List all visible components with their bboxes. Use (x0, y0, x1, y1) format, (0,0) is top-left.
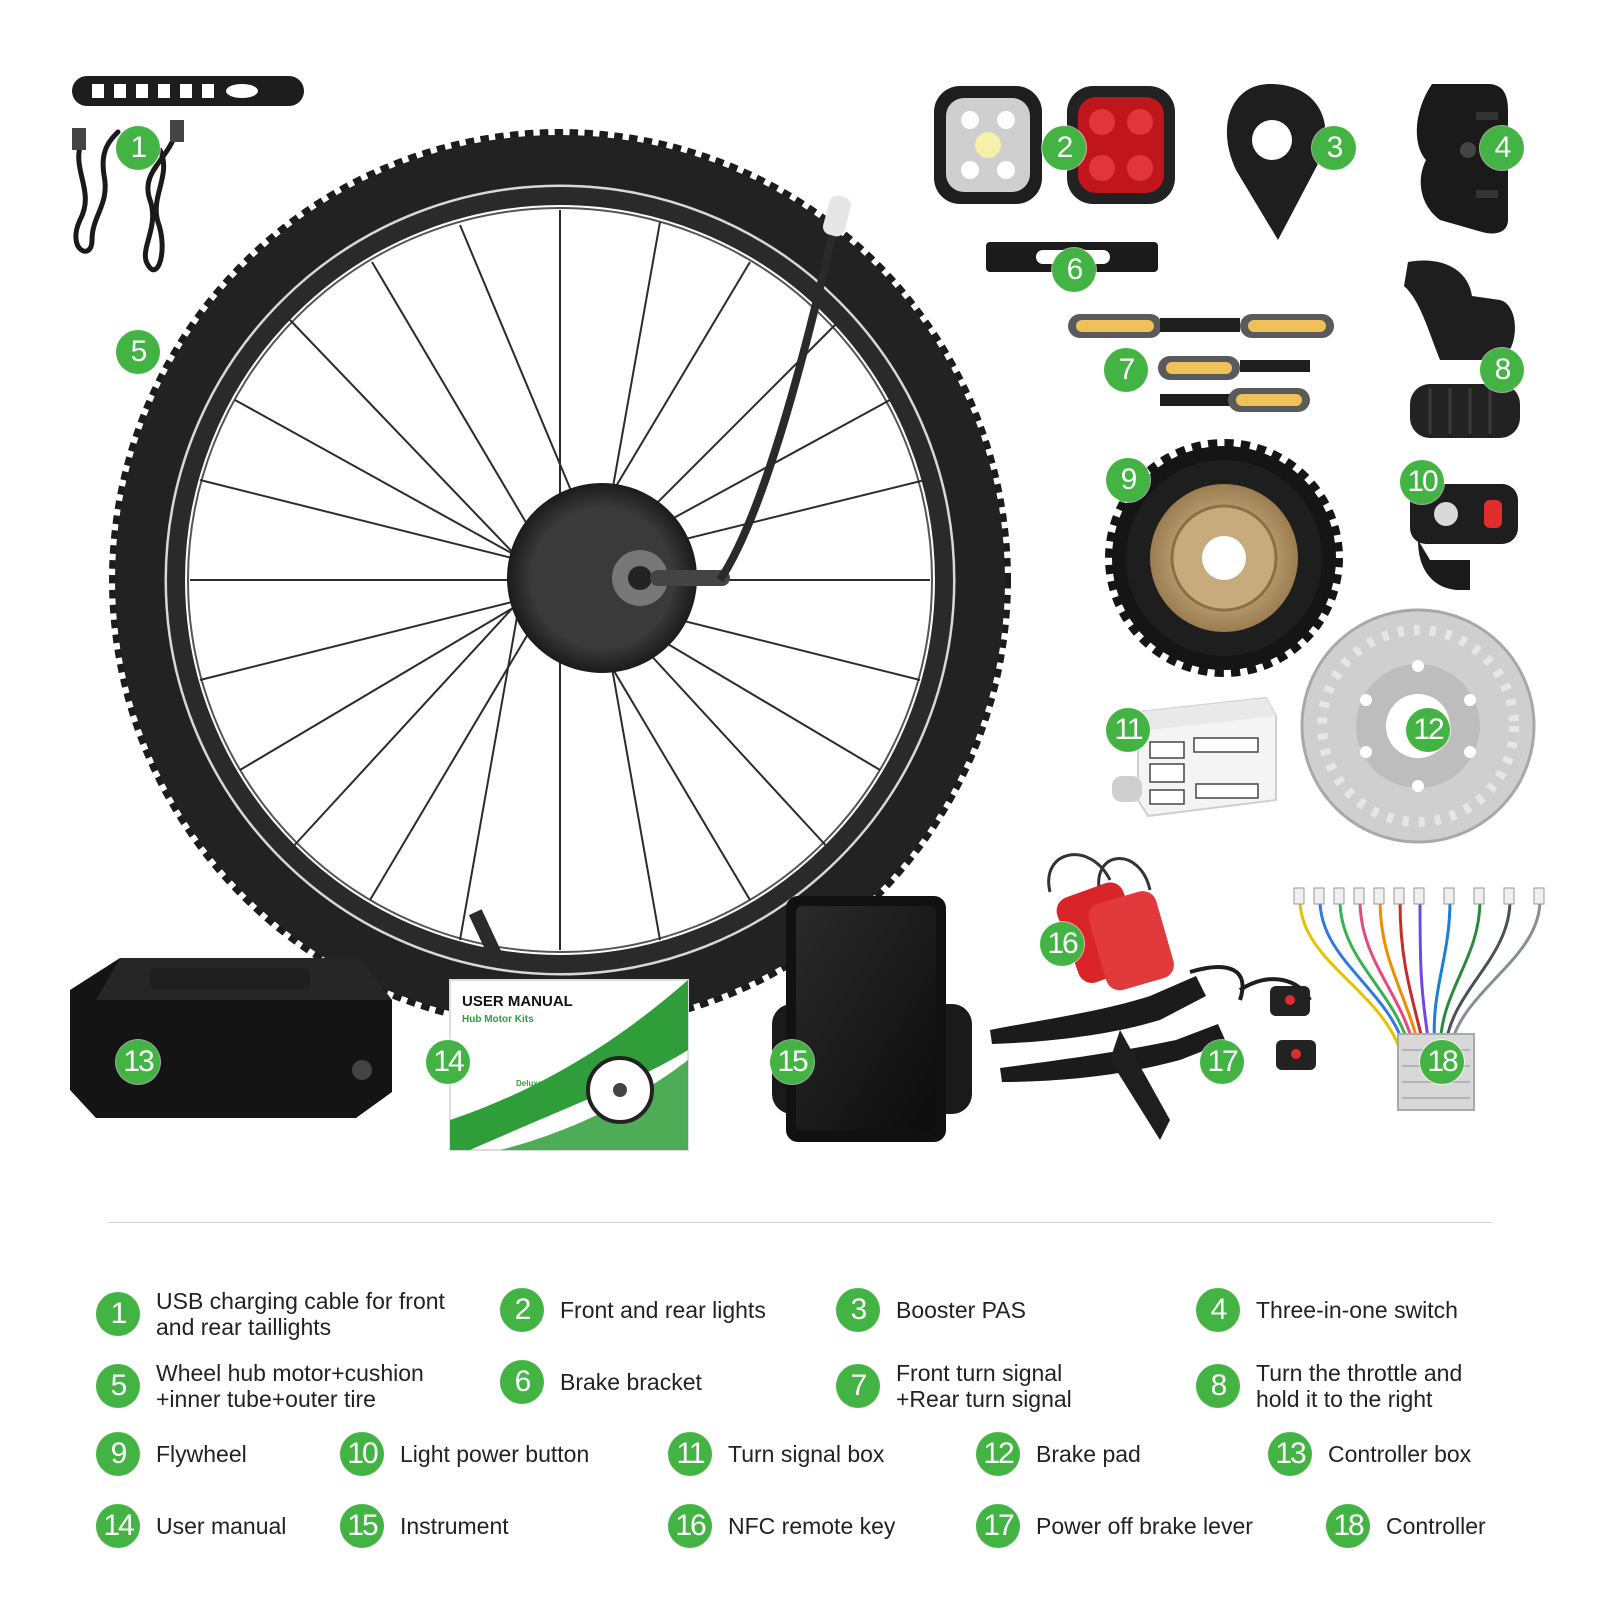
badge-17: 17 (1200, 1040, 1244, 1084)
light-power-button (1410, 484, 1518, 590)
legend-number: 6 (500, 1360, 544, 1404)
section-divider (108, 1222, 1492, 1223)
legend-number: 10 (340, 1432, 384, 1476)
legend-number: 11 (668, 1432, 712, 1476)
legend-number: 14 (96, 1504, 140, 1548)
legend-number: 12 (976, 1432, 1020, 1476)
legend-label: Brake bracket (560, 1369, 702, 1395)
badge-14: 14 (426, 1040, 470, 1084)
legend-label: Wheel hub motor+cushion +inner tube+oute… (156, 1360, 424, 1412)
legend-label: Three-in-one switch (1256, 1297, 1458, 1323)
lights (934, 86, 1175, 204)
legend-label: Front and rear lights (560, 1297, 766, 1323)
product-illustration: USER MANUAL Hub Motor Kits Deluxe Editio… (70, 76, 1545, 1151)
badge-8: 8 (1480, 348, 1524, 392)
brake-levers (990, 965, 1316, 1140)
instrument-display (772, 896, 972, 1142)
usb-cables (72, 120, 184, 273)
legend-item-17: 17 Power off brake lever (976, 1504, 1253, 1548)
strap (72, 76, 304, 106)
badge-10: 10 (1400, 460, 1444, 504)
legend-label: Flywheel (156, 1441, 247, 1467)
legend-item-4: 4 Three-in-one switch (1196, 1288, 1458, 1332)
legend-item-11: 11 Turn signal box (668, 1432, 884, 1476)
badge-2: 2 (1042, 126, 1086, 170)
badge-4: 4 (1480, 126, 1524, 170)
legend-number: 7 (836, 1364, 880, 1408)
legend-label: Front turn signal +Rear turn signal (896, 1360, 1072, 1412)
legend-number: 16 (668, 1504, 712, 1548)
legend-number: 13 (1268, 1432, 1312, 1476)
legend-item-10: 10 Light power button (340, 1432, 589, 1476)
legend-number: 17 (976, 1504, 1020, 1548)
badge-15: 15 (770, 1040, 814, 1084)
legend-item-15: 15 Instrument (340, 1504, 509, 1548)
badge-7: 7 (1104, 348, 1148, 392)
legend-number: 8 (1196, 1364, 1240, 1408)
legend-label: Instrument (400, 1513, 509, 1539)
badge-6: 6 (1052, 248, 1096, 292)
legend-item-5: 5 Wheel hub motor+cushion +inner tube+ou… (96, 1360, 424, 1412)
legend-label: USB charging cable for front and rear ta… (156, 1288, 445, 1340)
legend-number: 1 (96, 1292, 140, 1336)
legend-number: 5 (96, 1364, 140, 1408)
freewheel (1105, 439, 1343, 677)
legend-number: 2 (500, 1288, 544, 1332)
legend-label: NFC remote key (728, 1513, 896, 1539)
badge-1: 1 (116, 126, 160, 170)
legend-label: Turn the throttle and hold it to the rig… (1256, 1360, 1463, 1412)
badge-5: 5 (116, 330, 160, 374)
legend-item-7: 7 Front turn signal +Rear turn signal (836, 1360, 1072, 1412)
legend-item-14: 14 User manual (96, 1504, 286, 1548)
legend-item-1: 1 USB charging cable for front and rear … (96, 1288, 445, 1340)
legend-item-6: 6 Brake bracket (500, 1360, 702, 1404)
legend-number: 4 (1196, 1288, 1240, 1332)
legend-item-16: 16 NFC remote key (668, 1504, 895, 1548)
legend-label: Booster PAS (896, 1297, 1026, 1323)
legend-number: 9 (96, 1432, 140, 1476)
legend-label: Light power button (400, 1441, 590, 1467)
legend-item-12: 12 Brake pad (976, 1432, 1141, 1476)
throttle (1404, 260, 1520, 438)
legend-label: Controller box (1328, 1441, 1472, 1467)
legend-label: Controller (1386, 1513, 1486, 1539)
legend-item-3: 3 Booster PAS (836, 1288, 1026, 1332)
turn-signal-box (1112, 696, 1277, 818)
legend-item-2: 2 Front and rear lights (500, 1288, 766, 1332)
legend-number: 3 (836, 1288, 880, 1332)
legend-label: Brake pad (1036, 1441, 1141, 1467)
badge-16: 16 (1040, 922, 1084, 966)
controller (1293, 887, 1545, 1111)
pas-sensor (1226, 84, 1326, 240)
user-manual: USER MANUAL Hub Motor Kits Deluxe Editio… (449, 979, 689, 1151)
legend-label: User manual (156, 1513, 287, 1539)
parts-legend: 1 USB charging cable for front and rear … (0, 1260, 1600, 1580)
badge-11: 11 (1106, 708, 1150, 752)
legend-label: Turn signal box (728, 1441, 885, 1467)
controller-box (70, 958, 392, 1118)
badge-3: 3 (1312, 126, 1356, 170)
badge-12: 12 (1406, 708, 1450, 752)
legend-label: Power off brake lever (1036, 1513, 1253, 1539)
wheel (109, 129, 1011, 1031)
manual-title: USER MANUAL (462, 993, 573, 1010)
turn-signals (1068, 314, 1334, 412)
badge-18: 18 (1420, 1040, 1464, 1084)
legend-item-8: 8 Turn the throttle and hold it to the r… (1196, 1360, 1462, 1412)
manual-edition: Deluxe Edition (516, 1079, 572, 1088)
legend-item-9: 9 Flywheel (96, 1432, 247, 1476)
legend-item-13: 13 Controller box (1268, 1432, 1471, 1476)
badge-9: 9 (1106, 458, 1150, 502)
badge-13: 13 (116, 1040, 160, 1084)
legend-item-18: 18 Controller (1326, 1504, 1486, 1548)
three-in-one-switch (1416, 84, 1508, 234)
legend-number: 15 (340, 1504, 384, 1548)
manual-subtitle: Hub Motor Kits (462, 1014, 534, 1025)
kit-components-drawing: USER MANUAL Hub Motor Kits Deluxe Editio… (70, 76, 1545, 1151)
legend-number: 18 (1326, 1504, 1370, 1548)
